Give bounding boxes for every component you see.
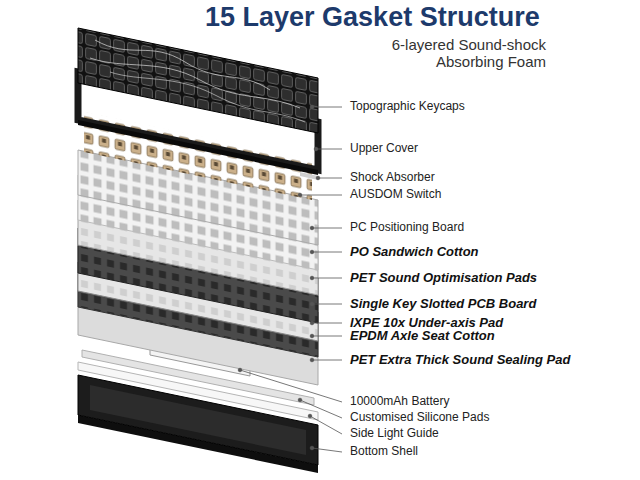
part-label: Customised Silicone Pads: [350, 411, 489, 425]
part-label: PET Sound Optimisation Pads: [350, 271, 537, 286]
part-label: 10000mAh Battery: [350, 395, 449, 409]
part-label: Bottom Shell: [350, 445, 418, 459]
part-label: Upper Cover: [350, 142, 418, 156]
part-label: Side Light Guide: [350, 427, 439, 441]
part-label: AUSDOM Switch: [350, 188, 441, 202]
part-label: Topographic Keycaps: [350, 100, 465, 114]
subtitle: 6-layered Sound-shock Absorbing Foam: [376, 36, 546, 71]
part-label: EPDM Axle Seat Cotton: [350, 329, 495, 344]
part-label: PC Positioning Board: [350, 221, 464, 235]
part-label: Single Key Slotted PCB Board: [350, 297, 536, 312]
part-label: PET Extra Thick Sound Sealing Pad: [350, 353, 570, 368]
part-label: Shock Absorber: [350, 171, 435, 185]
part-label: PO Sandwich Cotton: [350, 245, 479, 260]
heading: 15 Layer Gasket Structure: [205, 2, 540, 33]
